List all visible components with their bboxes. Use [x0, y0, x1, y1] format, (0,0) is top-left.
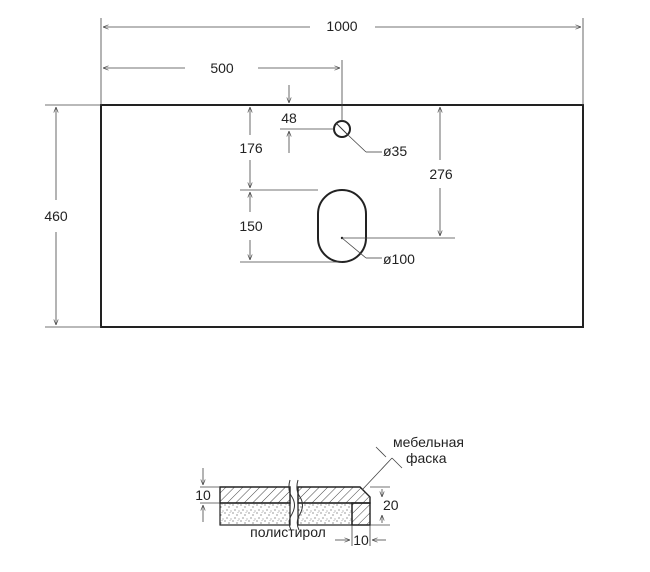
dimension-height: 460 — [44, 104, 101, 328]
dimension-hole-to-basin: 176 — [239, 107, 318, 191]
dim-label-d35: ø35 — [383, 143, 407, 159]
section-view: 10 20 10 мебельная фаска полистирол — [195, 434, 464, 548]
dimension-top-thickness: 10 — [195, 468, 220, 522]
dim-label-460: 460 — [44, 208, 68, 224]
polystyrene-core-right — [297, 502, 353, 526]
dimension-basin-height: 150 — [239, 192, 342, 263]
dim-label-500: 500 — [210, 60, 234, 76]
leader-basin-diameter: ø100 — [341, 237, 415, 267]
polystyrene-core-left — [219, 502, 291, 526]
label-chamfer-line1: мебельная — [393, 434, 464, 450]
dim-label-thickness-10: 10 — [195, 487, 211, 503]
dimension-width-half: 500 — [103, 60, 343, 121]
dim-label-276: 276 — [429, 166, 453, 182]
label-chamfer-line2: фаска — [406, 450, 447, 466]
top-layer-section — [219, 486, 291, 504]
countertop-outline — [100, 104, 584, 328]
label-polystyrene: полистирол — [250, 524, 326, 540]
basin-opening — [317, 189, 367, 263]
dimension-hole-offset: 48 — [280, 85, 334, 153]
edge-section — [351, 502, 371, 526]
dimension-edge-thickness: 10 — [335, 525, 386, 548]
dimension-width-total: 1000 — [100, 18, 584, 105]
dim-label-d100: ø100 — [383, 251, 415, 267]
dim-label-edge-20: 20 — [383, 497, 399, 513]
dim-label-150: 150 — [239, 218, 263, 234]
leader-chamfer: мебельная фаска — [361, 434, 464, 491]
dim-label-48: 48 — [281, 110, 297, 126]
dim-label-176: 176 — [239, 140, 263, 156]
dimension-edge-height: 20 — [370, 486, 399, 526]
top-view: 1000 500 460 48 176 — [44, 18, 584, 328]
dim-label-1000: 1000 — [326, 18, 357, 34]
leader-hole-diameter: ø35 — [347, 134, 407, 159]
dim-label-edge-10: 10 — [353, 532, 369, 548]
dimension-hole-to-basin-center: 276 — [342, 107, 455, 239]
